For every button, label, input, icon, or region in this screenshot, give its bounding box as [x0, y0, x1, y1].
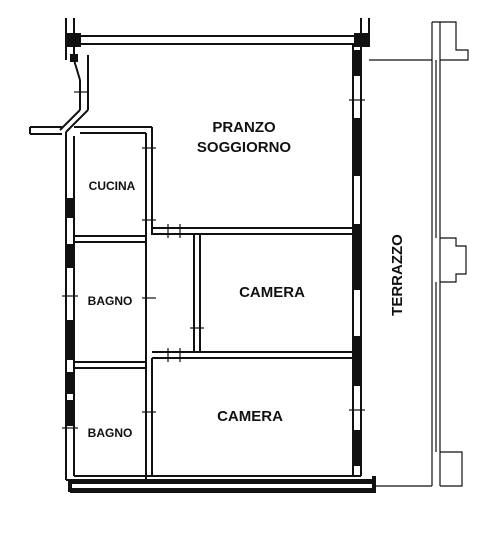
interior-walls [74, 126, 353, 480]
outer-walls [29, 18, 376, 493]
right-windows [353, 50, 361, 466]
room-label-pranzo: PRANZO [212, 119, 276, 136]
left-wall-fixtures [66, 54, 78, 426]
bottom-wall-fill [68, 476, 376, 492]
room-label-camera-bottom: CAMERA [217, 408, 283, 425]
terrace [369, 21, 469, 487]
room-label-camera-top: CAMERA [239, 284, 305, 301]
room-label-cucina: CUCINA [89, 179, 136, 193]
room-label-soggiorno: SOGGIORNO [197, 139, 292, 156]
door-marks [62, 91, 365, 429]
room-label-bagno-bottom: BAGNO [88, 426, 133, 440]
room-label-bagno-top: BAGNO [88, 294, 133, 308]
room-label-terrazzo: TERRAZZO [389, 234, 406, 316]
